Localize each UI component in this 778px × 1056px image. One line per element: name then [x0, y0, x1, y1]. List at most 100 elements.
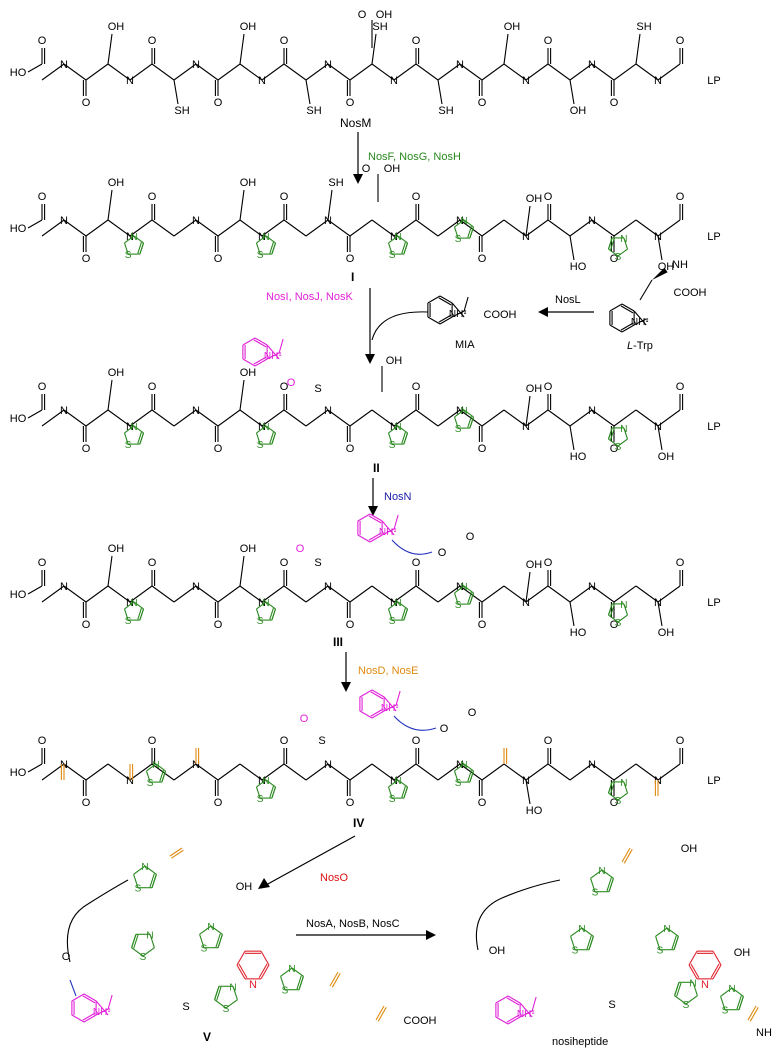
bond: [27, 585, 43, 595]
thiazole-bond: [397, 601, 408, 610]
indole-bond: [381, 520, 395, 536]
double-bond: [620, 305, 634, 314]
double-bond: [371, 689, 385, 698]
thiazole-bond: [623, 603, 629, 616]
thiazole-bond: [454, 763, 465, 772]
backbone-bond: [261, 409, 285, 427]
amide-n: N: [456, 581, 464, 593]
backbone-bond: [41, 219, 65, 237]
bond: [569, 79, 575, 105]
side-chain-label: OH: [526, 193, 543, 205]
backbone-bond: [85, 763, 109, 781]
double-bond: [369, 534, 383, 543]
double-bond: [588, 936, 594, 950]
bond: [657, 425, 663, 451]
carbonyl-o: O: [148, 191, 157, 203]
backbone-bond: [613, 585, 637, 603]
carbonyl-o: O: [676, 35, 685, 47]
indole-nh: NH: [449, 309, 463, 320]
indole-bond: [95, 1000, 109, 1016]
backbone-bond: [349, 409, 373, 427]
thiazole-s: S: [389, 616, 396, 627]
double-bond: [607, 603, 613, 616]
side-chain-label: OH: [570, 105, 587, 117]
backbone-bond: [85, 63, 109, 81]
backbone-bond: [525, 63, 549, 81]
backbone-bond: [371, 63, 395, 81]
side-chain-label: OH: [240, 177, 257, 189]
double-bond: [403, 786, 409, 799]
double-bond: [133, 934, 139, 949]
backbone-bond: [371, 763, 395, 781]
double-bond: [369, 513, 383, 522]
methyl-bond: [107, 994, 113, 1010]
bond: [525, 205, 531, 237]
backbone-bond: [525, 763, 549, 781]
backbone-bond: [415, 219, 439, 237]
indole-bond: [95, 1008, 109, 1016]
backbone-bond: [393, 219, 417, 237]
thiazole-n: N: [394, 422, 401, 433]
ring-bond: [495, 995, 509, 1004]
double-bond: [608, 878, 614, 892]
amide-n: N: [126, 231, 134, 243]
double-bond: [403, 432, 409, 445]
thiazole-bond: [133, 235, 144, 244]
thiazole-s: S: [455, 600, 462, 611]
backbone-bond: [657, 409, 681, 427]
thiazole-n: N: [460, 406, 467, 417]
carbonyl-o: O: [38, 35, 47, 47]
amide-n: N: [126, 75, 134, 87]
double-bond: [370, 708, 384, 717]
amide-n: N: [588, 405, 596, 417]
bond: [27, 763, 43, 773]
pyridine-oh: OH: [734, 947, 751, 959]
backbone-bond: [173, 409, 197, 427]
thiazole-bond: [142, 947, 155, 957]
backbone-bond: [503, 585, 527, 603]
backbone-bond: [657, 63, 681, 81]
backbone-bond: [195, 63, 219, 81]
methyl-bond: [278, 338, 284, 354]
thiazole-bond: [133, 425, 144, 434]
amide-n: N: [60, 59, 68, 71]
bond: [635, 33, 641, 65]
thiazole-s: S: [683, 1000, 690, 1011]
leader-peptide: LP: [707, 75, 720, 87]
carbonyl-o: O: [676, 735, 685, 747]
carbonyl-o: O: [544, 557, 553, 569]
backbone-bond: [63, 409, 87, 427]
wedge-bond: [652, 267, 668, 280]
double-bond: [368, 532, 382, 541]
backbone-bond: [591, 63, 615, 81]
double-bond: [690, 963, 700, 979]
backbone-bond: [437, 409, 461, 427]
double-bond: [269, 432, 274, 444]
enzymes-step4: NosD, NosE: [358, 665, 419, 677]
backbone-bond: [261, 585, 285, 603]
thiazole-bond: [155, 763, 166, 772]
carbonyl-o: O: [478, 797, 487, 809]
amide-n: N: [324, 215, 332, 227]
double-bond: [401, 432, 406, 444]
thiazole-bond: [123, 242, 129, 255]
thiazole-bond: [608, 248, 619, 257]
double-bond: [607, 781, 613, 794]
thiazole-bond: [590, 878, 596, 892]
thiazole-n: N: [207, 922, 214, 933]
double-bond: [620, 322, 634, 331]
backbone-bond: [63, 763, 87, 781]
carbonyl-o: O: [610, 253, 619, 265]
backbone-bond: [503, 63, 527, 81]
backbone-bond: [217, 409, 241, 427]
thiazole-n: N: [598, 866, 605, 877]
thiazole-s: S: [125, 440, 132, 451]
thiazole-n: N: [460, 216, 467, 227]
thiazole-bond: [608, 438, 619, 447]
backbone-bond: [283, 763, 307, 781]
backbone-bond: [437, 585, 461, 603]
side-chain-label: HO: [526, 805, 543, 817]
thiazole-bond: [453, 416, 459, 429]
pyridine-n: N: [701, 979, 709, 991]
double-bond: [621, 303, 635, 312]
